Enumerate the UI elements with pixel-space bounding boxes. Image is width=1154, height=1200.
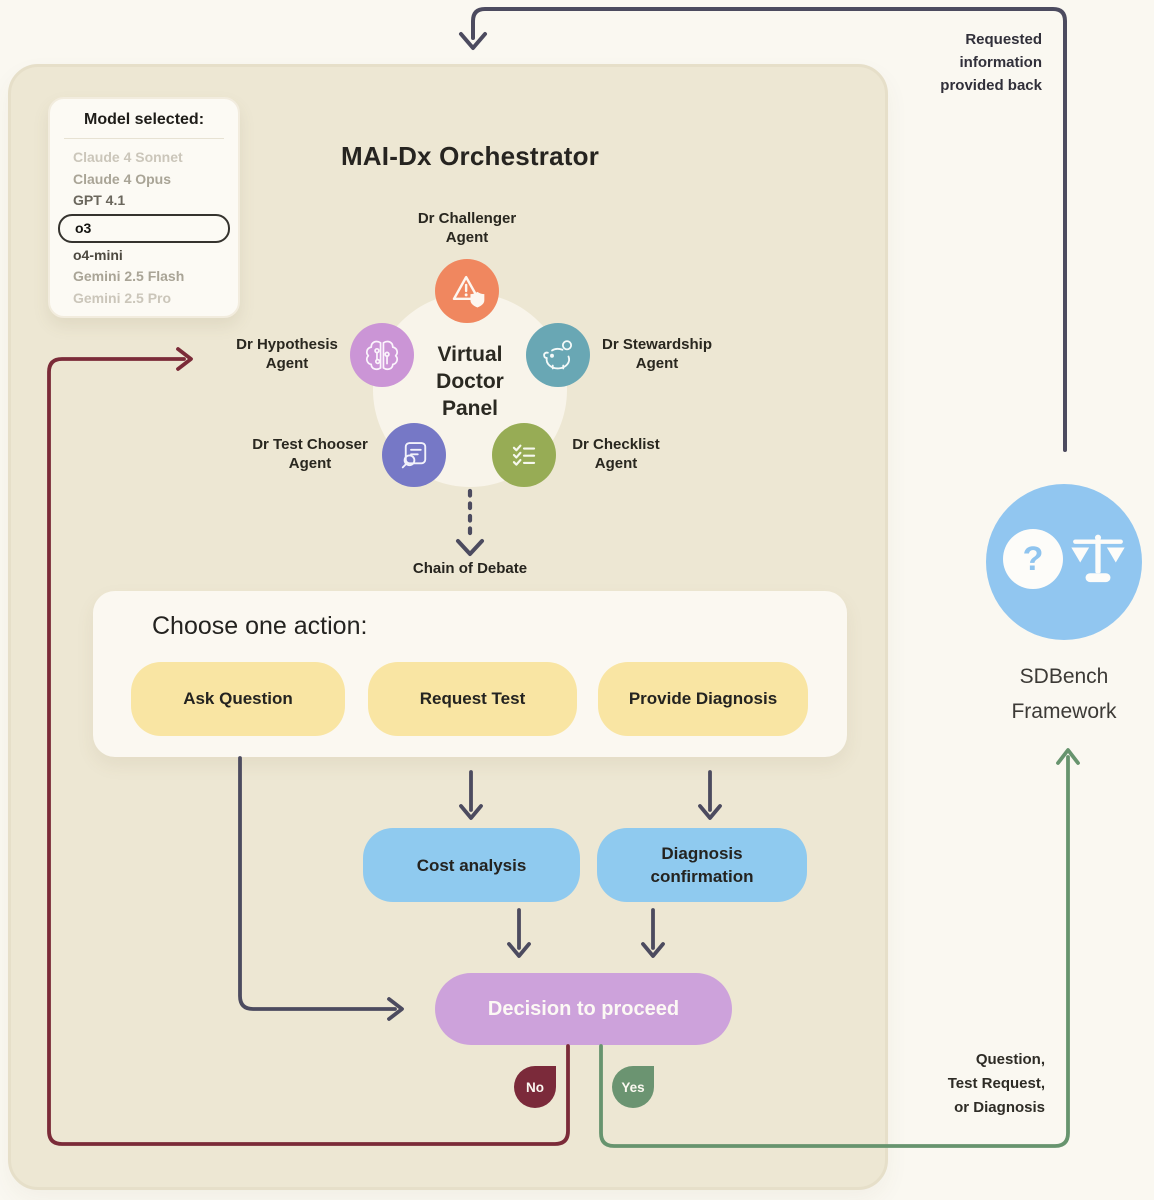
panel-label-line: Virtual — [437, 343, 503, 366]
test-chooser-agent-label: Dr Test Chooser Agent — [235, 436, 385, 473]
page-title: MAI-Dx Orchestrator — [340, 141, 600, 171]
stewardship-agent-label: Dr Stewardship Agent — [582, 336, 732, 373]
no-badge: No — [514, 1066, 556, 1108]
annotation-line: Requested — [965, 31, 1042, 48]
label-line: Dr Checklist — [572, 436, 660, 453]
cost-analysis-node: Cost analysis — [363, 828, 580, 902]
warning-shield-icon — [452, 275, 485, 308]
node-label-line: confirmation — [650, 867, 754, 886]
annotation-line: provided back — [940, 77, 1042, 94]
label-line: Framework — [1011, 700, 1117, 723]
model-option-claude-4-sonnet[interactable]: Claude 4 Sonnet — [73, 149, 183, 165]
annotation-line: information — [959, 54, 1043, 71]
model-option-o4-mini[interactable]: o4-mini — [73, 246, 123, 263]
brain-icon — [365, 340, 399, 371]
model-option-o3-selected[interactable]: o3 — [58, 213, 230, 243]
annotation-line: Question, — [975, 1051, 1045, 1068]
scales-icon — [1071, 534, 1125, 583]
model-option-claude-4-opus[interactable]: Claude 4 Opus — [73, 170, 172, 187]
checklist-agent-label: Dr Checklist Agent — [541, 436, 691, 473]
sdbench-label: SDBench Framework — [964, 659, 1154, 729]
model-option-gemini-2-5-pro[interactable]: Gemini 2.5 Pro — [73, 289, 172, 306]
label-line: Dr Hypothesis — [236, 336, 338, 353]
panel-label-line: Doctor — [436, 370, 504, 393]
requested-info-annotation: Requested information provided back — [860, 28, 1042, 97]
label-line: Dr Test Chooser — [252, 436, 368, 453]
annotation-line: or Diagnosis — [954, 1099, 1045, 1116]
annotation-line: Test Request, — [947, 1075, 1045, 1092]
model-option-gemini-2-5-flash[interactable]: Gemini 2.5 Flash — [73, 268, 185, 284]
label-line: Agent — [265, 354, 309, 372]
stewardship-agent-node — [526, 323, 590, 387]
virtual-doctor-panel-label: Virtual Doctor Panel — [395, 341, 545, 422]
model-selector-panel: Model selected: Claude 4 Sonnet Claude 4… — [48, 97, 240, 318]
label-line: Dr Stewardship — [601, 336, 713, 353]
action-panel-title: Choose one action: — [152, 612, 368, 640]
model-selector-divider — [64, 138, 224, 139]
label-line: SDBench — [1019, 665, 1109, 688]
node-label-line: Diagnosis — [661, 844, 743, 863]
diagnosis-confirmation-node: Diagnosis confirmation — [597, 828, 807, 902]
request-test-button[interactable]: Request Test — [368, 662, 577, 736]
piggy-bank-icon — [543, 340, 573, 370]
outgoing-annotation: Question, Test Request, or Diagnosis — [865, 1048, 1045, 1120]
yes-badge: Yes — [612, 1066, 654, 1108]
label-line: Agent — [288, 454, 332, 472]
provide-diagnosis-button[interactable]: Provide Diagnosis — [598, 662, 808, 736]
label-line: Agent — [594, 454, 638, 472]
decision-to-proceed-node: Decision to proceed — [435, 973, 732, 1045]
hypothesis-agent-label: Dr Hypothesis Agent — [212, 336, 362, 373]
document-search-icon — [401, 442, 427, 469]
label-line: Dr Challenger — [417, 210, 517, 227]
model-option-gpt-4-1[interactable]: GPT 4.1 — [73, 192, 126, 208]
model-selector-title: Model selected: — [83, 111, 205, 128]
question-mark-icon: ? — [1003, 529, 1063, 589]
challenger-agent-label: Dr Challenger Agent — [392, 210, 542, 247]
challenger-agent-node — [435, 259, 499, 323]
test-chooser-agent-node — [382, 423, 446, 487]
ask-question-button[interactable]: Ask Question — [131, 662, 345, 736]
label-line: Agent — [635, 354, 679, 372]
label-line: Agent — [445, 228, 489, 246]
panel-label-line: Panel — [441, 397, 499, 420]
chain-of-debate-label: Chain of Debate — [412, 560, 528, 577]
